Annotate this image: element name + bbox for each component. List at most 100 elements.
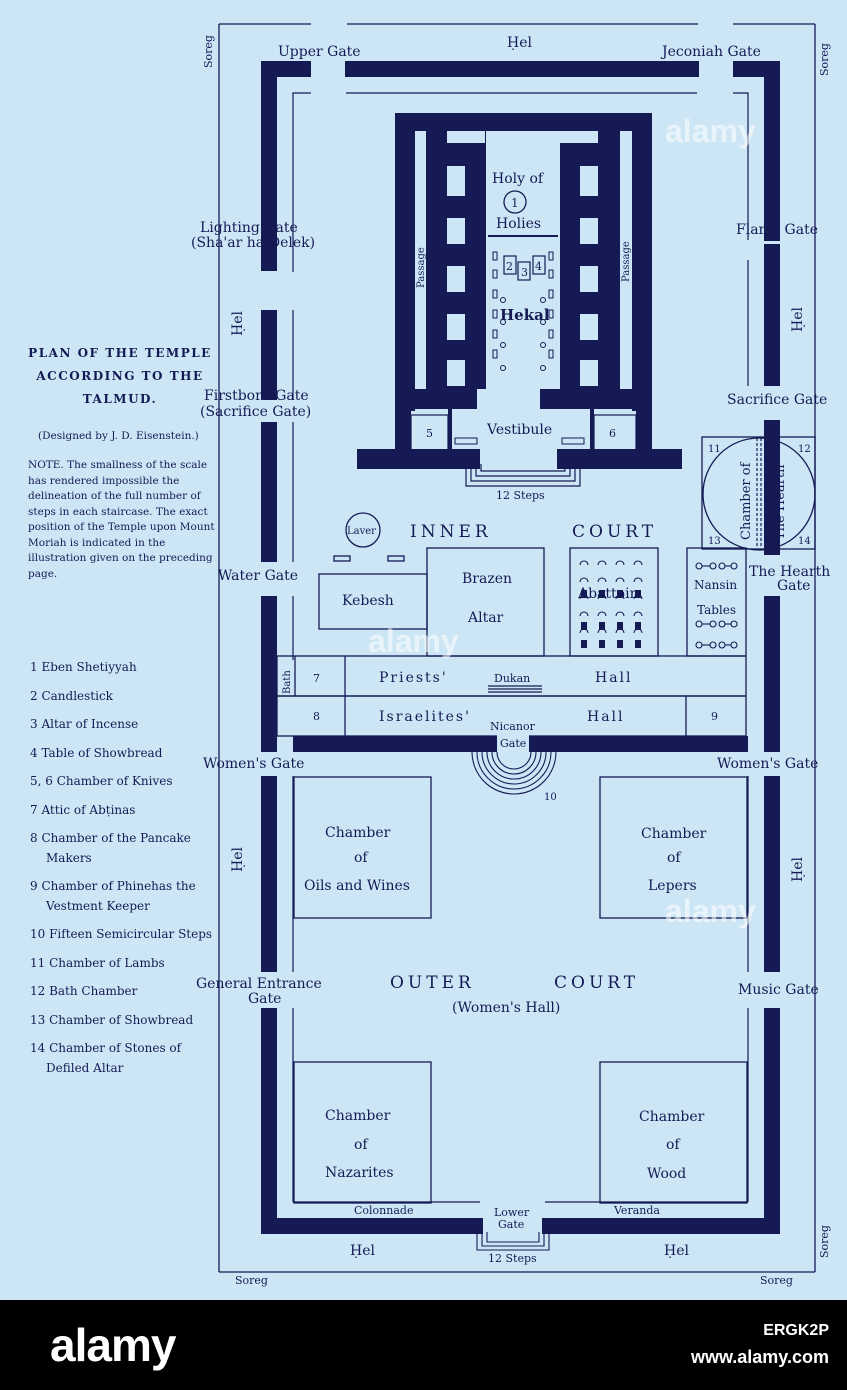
inner-court-label-2: COURT (572, 522, 657, 542)
outer-court-label: OUTER (390, 973, 475, 993)
hel-label: Ḥel (507, 35, 532, 51)
plate: alamy alamy alamy Soreg Soreg Soreg Sore… (0, 0, 847, 1300)
image-code: ERGK2P (763, 1322, 829, 1339)
chamber-of-the-hearth-label-2: The Hearth (773, 464, 788, 540)
steps-label: 12 Steps (488, 1252, 537, 1265)
vestibule-label: Vestibule (486, 422, 552, 438)
womens-hall-label: (Women's Hall) (452, 1000, 560, 1016)
plan-title: PLAN OF THE TEMPLE ACCORDING TO THE TALM… (22, 342, 218, 411)
outer-court-chambers (293, 776, 748, 1204)
inner-lines (292, 92, 749, 1203)
hearth-gate-label-2: Gate (777, 578, 810, 594)
hel-label: Ḥel (790, 307, 806, 332)
hearth-gate-label: The Hearth (749, 564, 830, 580)
legend-item: 2 Candlestick (30, 688, 113, 703)
soreg-line (218, 23, 816, 1273)
lighting-gate-hebrew-label: (Sha'ar ha-Delek) (191, 235, 315, 251)
lower-steps (476, 1232, 550, 1251)
legend-item: 12 Bath Chamber (30, 984, 138, 998)
chamber-oils-label: Chamber (325, 825, 391, 841)
chamber-lepers-label-2: of (667, 850, 682, 866)
dukan-label: Dukan (494, 672, 530, 685)
colonnade-label: Colonnade (354, 1204, 413, 1217)
hel-label: Ḥel (230, 847, 246, 872)
hel-label: Ḥel (790, 857, 806, 882)
semicircular-steps (471, 751, 557, 795)
number-14: 14 (798, 536, 811, 547)
chamber-oils-label-2: of (354, 850, 369, 866)
legend-item: 3 Altar of Incense (30, 717, 139, 731)
music-gate-label: Music Gate (738, 982, 819, 998)
lighting-gate-label: Lighting Gate (200, 220, 298, 236)
passage-label: Passage (621, 241, 632, 282)
nicanor-gate-label: Nicanor (490, 720, 536, 733)
passage-label: Passage (416, 247, 427, 288)
inner-court-label: INNER (410, 522, 492, 542)
nansin-tables-label-2: Tables (697, 603, 736, 617)
holy-of-holies-label-2: Holies (496, 216, 541, 232)
jeconiah-gate-label: Jeconiah Gate (660, 44, 761, 60)
nicanor-opening (497, 735, 529, 753)
hearth-chamber (701, 436, 816, 551)
steps-label: 12 Steps (496, 489, 545, 502)
soreg-label: Soreg (760, 1274, 793, 1287)
priests-hall-label-2: Hall (595, 670, 633, 686)
priests-hall-label: Priests' (379, 670, 448, 686)
legend-item: 13 Chamber of Showbread (30, 1012, 194, 1027)
hel-label: Ḥel (230, 311, 246, 336)
chamber-oils-label-3: Oils and Wines (304, 878, 410, 894)
kebesh-label: Kebesh (342, 593, 394, 609)
brazen-altar-label-2: Altar (467, 610, 504, 626)
israelites-hall-label-2: Hall (587, 709, 625, 725)
plan-title-line: ACCORDING TO THE (36, 369, 204, 383)
number-13: 13 (708, 536, 721, 547)
chamber-wood-label-2: of (666, 1137, 681, 1153)
number-1: 1 (511, 196, 519, 210)
watermark-text: alamy (665, 113, 756, 149)
chamber-of-the-hearth-label: Chamber of (739, 461, 754, 540)
legend-item: 4 Table of Showbread (30, 745, 163, 760)
hekal-label: Hekal (500, 306, 550, 324)
legend-item: 10 Fifteen Semicircular Steps (30, 927, 213, 941)
general-entrance-gate-label-2: Gate (248, 991, 281, 1007)
outer-court-label-2: COURT (554, 973, 639, 993)
soreg-label: Soreg (818, 1225, 831, 1258)
soreg-label: Soreg (235, 1274, 268, 1287)
number-11: 11 (708, 444, 721, 455)
soreg-label: Soreg (818, 43, 831, 76)
number-7: 7 (313, 672, 320, 685)
water-gate-label: Water Gate (218, 568, 298, 584)
hel-label: Ḥel (350, 1243, 375, 1259)
womens-gate-label: Women's Gate (203, 756, 304, 772)
number-6: 6 (609, 427, 616, 440)
number-2: 2 (506, 260, 513, 273)
legend-item: 1 Eben Shetiyyah (30, 660, 137, 674)
number-8: 8 (313, 710, 320, 723)
number-12: 12 (798, 444, 811, 455)
firstborn-gate-alt-label: (Sacrifice Gate) (200, 404, 311, 420)
number-10: 10 (544, 792, 557, 803)
abattoir-label: Abattoir (577, 586, 637, 602)
nicanor-gate-label-2: Gate (500, 737, 526, 750)
chamber-wood-label-3: Wood (647, 1166, 686, 1182)
legend-item: 8 Chamber of the Pancake Makers (30, 831, 191, 865)
general-entrance-gate-label: General Entrance (196, 976, 322, 992)
legend-item: 14 Chamber of Stones of Defiled Altar (30, 1041, 182, 1075)
brand-logo: alamy (50, 1319, 176, 1371)
lower-gate-label-2: Gate (498, 1218, 524, 1231)
laver-label: Laver (347, 526, 376, 537)
brazen-altar-label: Brazen (462, 571, 512, 587)
legend-item: 5, 6 Chamber of Knives (30, 774, 173, 788)
womens-gate-label: Women's Gate (717, 756, 818, 772)
watermark-text: alamy (368, 623, 459, 659)
sacrifice-gate-label: Sacrifice Gate (727, 392, 827, 408)
sanctuary (357, 113, 682, 487)
abattoir-posts (581, 590, 641, 648)
inner-court-buildings (276, 512, 747, 737)
nansin-tables-label: Nansin (694, 578, 737, 592)
flame-gate-label: Flame Gate (736, 222, 818, 238)
nansin-tables-marks (695, 562, 738, 649)
number-3: 3 (521, 266, 528, 279)
designer-credit: (Designed by J. D. Eisenstein.) (38, 430, 199, 442)
watermark-text: alamy (665, 893, 756, 929)
